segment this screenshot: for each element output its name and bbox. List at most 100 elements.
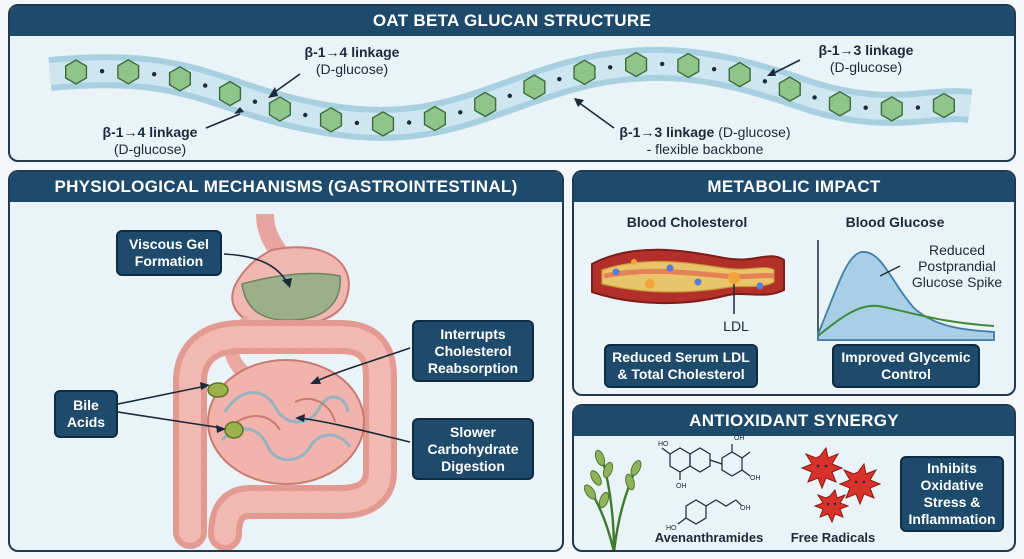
stomach-gel <box>241 272 341 321</box>
glycosidic-link-marker <box>608 65 613 70</box>
avenanthramides-label: Avenanthramides <box>654 530 764 545</box>
reduced-spike-label: Reduced Postprandial Glucose Spike <box>911 242 1003 290</box>
glycemic-control-box: Improved Glycemic Control <box>832 344 980 388</box>
svg-text:HO: HO <box>658 441 669 448</box>
glucose-unit-hexagon <box>932 92 955 119</box>
glycosidic-link-marker <box>557 76 562 82</box>
svg-text:OH: OH <box>750 475 761 482</box>
blood-cholesterol-heading: Blood Cholesterol <box>626 214 748 230</box>
glucose-unit-hexagon <box>474 91 497 118</box>
glucose-unit-hexagon <box>625 51 648 78</box>
glucose-unit-hexagon <box>371 111 395 137</box>
glycosidic-link-marker <box>660 61 665 67</box>
ldl-label: LDL <box>723 318 749 334</box>
svg-text:OH: OH <box>740 505 751 512</box>
label-b14-lower-title: β-1→4 linkage <box>102 124 198 140</box>
antioxidant-title: ANTIOXIDANT SYNERGY <box>574 406 1014 436</box>
glycosidic-link-marker <box>152 72 157 77</box>
gi-tract-illustration <box>117 213 411 550</box>
structure-title: OAT BETA GLUCAN STRUCTURE <box>10 6 1014 36</box>
label-b14-upper-title: β-1→4 linkage <box>304 44 400 60</box>
arrow-b13-lower <box>577 101 615 129</box>
glycosidic-link-marker <box>252 99 258 104</box>
glycosidic-link-marker <box>458 110 463 115</box>
svg-text:OH: OH <box>676 483 687 490</box>
small-intestine <box>207 359 365 485</box>
blood-glucose-heading: Blood Glucose <box>845 214 945 230</box>
label-b14-upper: β-1→4 linkage (D-glucose) <box>292 44 412 78</box>
oat-plant-icon <box>583 449 642 550</box>
mechanisms-title: PHYSIOLOGICAL MECHANISMS (GASTROINTESTIN… <box>10 172 562 202</box>
label-b14-lower: β-1→4 linkage (D-glucose) <box>90 124 210 158</box>
glucose-chart <box>817 240 995 341</box>
glucose-unit-hexagon <box>65 59 88 85</box>
glycosidic-link-marker <box>762 79 768 84</box>
structure-panel: OAT BETA GLUCAN STRUCTURE β-1→4 linkage … <box>8 4 1016 162</box>
label-b14-upper-sub: (D-glucose) <box>315 61 389 77</box>
interrupts-box: Interrupts Cholesterol Reabsorption <box>412 320 534 382</box>
glucose-unit-hexagon <box>523 74 546 100</box>
ldl-particles <box>612 259 764 290</box>
glucose-spike-curve <box>817 251 995 341</box>
glucose-unit-hexagon <box>728 61 751 88</box>
glycosidic-link-marker <box>99 69 105 74</box>
glucan-chain-diagram <box>48 46 973 141</box>
slower-carb-box: Slower Carbohydrate Digestion <box>412 418 534 480</box>
bile-acid-blob <box>224 421 244 439</box>
glucose-unit-hexagon <box>319 106 343 133</box>
glucose-reduced-curve <box>817 304 995 337</box>
antioxidant-panel: ANTIOXIDANT SYNERGY HO <box>572 404 1016 552</box>
glucose-unit-hexagon <box>573 59 596 86</box>
glucose-unit-hexagon <box>828 90 851 117</box>
label-b13-upper-title: β-1→3 linkage <box>818 42 914 58</box>
label-b14-lower-sub: (D-glucose) <box>113 141 187 157</box>
arrow-slower <box>299 417 411 443</box>
arrow-b14-upper <box>271 73 301 95</box>
mechanisms-panel: PHYSIOLOGICAL MECHANISMS (GASTROINTESTIN… <box>8 170 564 552</box>
free-radical-icons <box>800 446 882 524</box>
antioxidant-illustrations: HO OH OH OH HO OH <box>583 435 882 550</box>
spike-pointer <box>879 265 901 277</box>
label-b13-lower-title: β-1→3 linkage <box>619 124 715 140</box>
bile-acid-blob <box>207 382 229 398</box>
glycosidic-link-marker <box>406 120 412 125</box>
label-b13-lower-sub: - flexible backbone <box>646 141 764 157</box>
glycosidic-link-marker <box>203 83 208 88</box>
glucose-unit-hexagon <box>423 105 446 132</box>
bile-acids-box: Bile Acids <box>54 390 118 438</box>
glucose-unit-hexagon <box>778 76 801 102</box>
glucose-unit-hexagon <box>677 52 700 79</box>
glycosidic-link-marker <box>354 120 360 126</box>
label-b13-upper: β-1→3 linkage (D-glucose) <box>806 42 926 76</box>
glycosidic-link-marker <box>303 112 308 118</box>
glycosidic-link-marker <box>507 93 512 99</box>
glucose-unit-hexagon <box>218 80 242 107</box>
metabolic-title: METABOLIC IMPACT <box>574 172 1014 202</box>
arrow-b14-lower <box>205 113 241 129</box>
inhibits-oxidative-box: Inhibits Oxidative Stress & Inflammation <box>900 456 1004 532</box>
glucose-unit-hexagon <box>880 96 903 122</box>
glycosidic-link-marker <box>915 105 921 110</box>
glucose-unit-hexagon <box>117 58 140 85</box>
metabolic-illustrations <box>591 240 995 341</box>
svg-text:HO: HO <box>666 525 677 532</box>
glycosidic-link-marker <box>863 105 868 110</box>
arrow-gel <box>223 253 289 285</box>
label-b13-lower-suffix: (D-glucose) <box>718 124 791 140</box>
glycosidic-link-marker <box>812 95 817 100</box>
avenanthramide-molecule-icon <box>661 444 751 525</box>
glucose-unit-hexagon <box>268 96 291 122</box>
arrow-bile-1 <box>117 385 207 405</box>
metabolic-panel: METABOLIC IMPACT Blood Cholesterol Blood… <box>572 170 1016 396</box>
reduced-ldl-box: Reduced Serum LDL & Total Cholesterol <box>604 344 758 388</box>
free-radicals-label: Free Radicals <box>790 530 876 545</box>
svg-text:OH: OH <box>734 435 745 442</box>
arrow-interrupts <box>314 347 411 383</box>
glycosidic-link-marker <box>711 67 717 72</box>
glucose-unit-hexagon <box>168 65 192 92</box>
label-b13-upper-sub: (D-glucose) <box>829 59 903 75</box>
arrow-bile-2 <box>117 411 223 429</box>
label-b13-lower: β-1→3 linkage (D-glucose) - flexible bac… <box>600 124 810 158</box>
viscous-gel-box: Viscous Gel Formation <box>116 230 222 276</box>
arrow-b13-upper <box>771 59 801 75</box>
